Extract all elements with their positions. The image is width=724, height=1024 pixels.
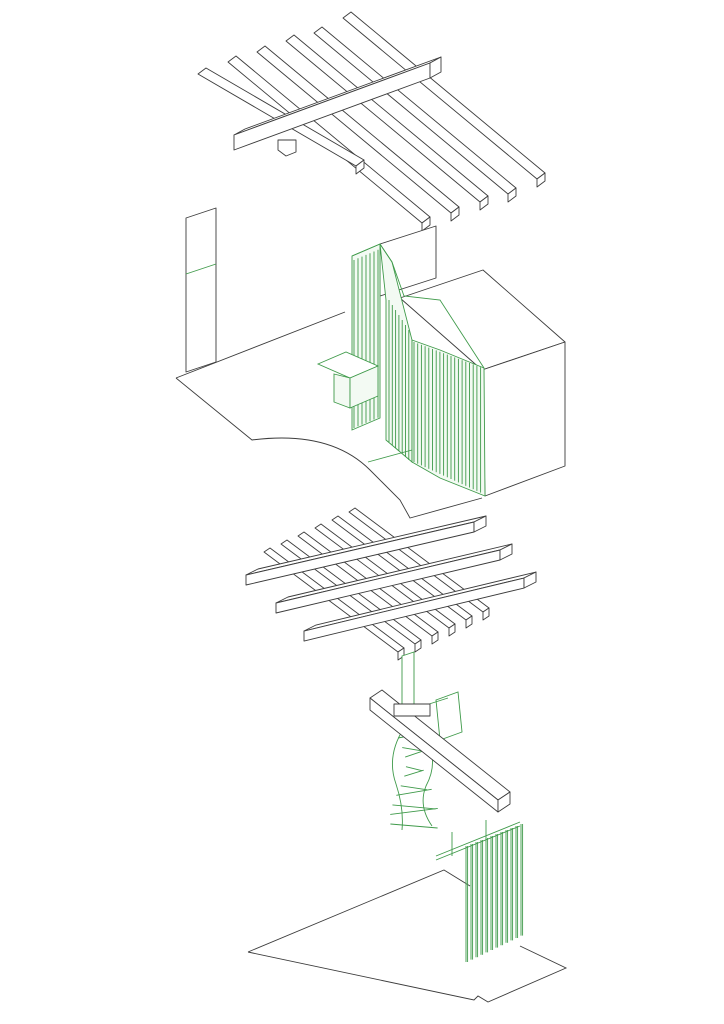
roof-joist [256,45,460,222]
floor-beam [303,571,537,642]
timber-insertion [316,243,486,497]
stair-tread [405,766,423,772]
stair-tread [404,769,424,777]
stair-tread [390,823,438,829]
floor-joists-layer [245,507,537,661]
stair-beam [369,689,511,813]
roof-joist [285,34,489,211]
ground-floor-plate [247,869,568,1003]
floor-joist-end [414,639,422,653]
roof-joist-front-end [277,139,297,157]
upper-floor-plate [175,311,483,519]
floor-beam [245,515,487,586]
box-volume [399,269,566,497]
roof-joist [313,26,517,203]
floor-beam [275,543,513,614]
stair-tread [396,788,432,796]
wall-panel-line [185,263,217,275]
roof-joists-layer [197,11,546,232]
stair-tread [390,807,438,815]
roof-joist [342,11,546,188]
vertical-screen [435,820,524,962]
floor-joist-end [482,607,490,621]
ground-floor-layer [247,820,568,1003]
stair-tread [392,804,436,810]
detached-wall-panel [185,207,217,373]
screen-rods [451,820,524,962]
floor-joist-end [431,631,439,645]
insertion-curved-panel [411,339,486,497]
floor-joist-end [465,615,473,629]
insertion-top-edge [351,243,485,369]
upper-floor-layer [175,207,566,519]
stair-layer [369,651,511,831]
threshold-line [367,449,413,463]
roof-beam [233,56,442,151]
stair-tread [400,785,428,791]
built-in-bench [316,351,380,409]
stair-post-panel [401,651,415,709]
screen-rail [435,821,521,857]
stair-tread [405,750,423,758]
floor-joist-end [448,623,456,637]
